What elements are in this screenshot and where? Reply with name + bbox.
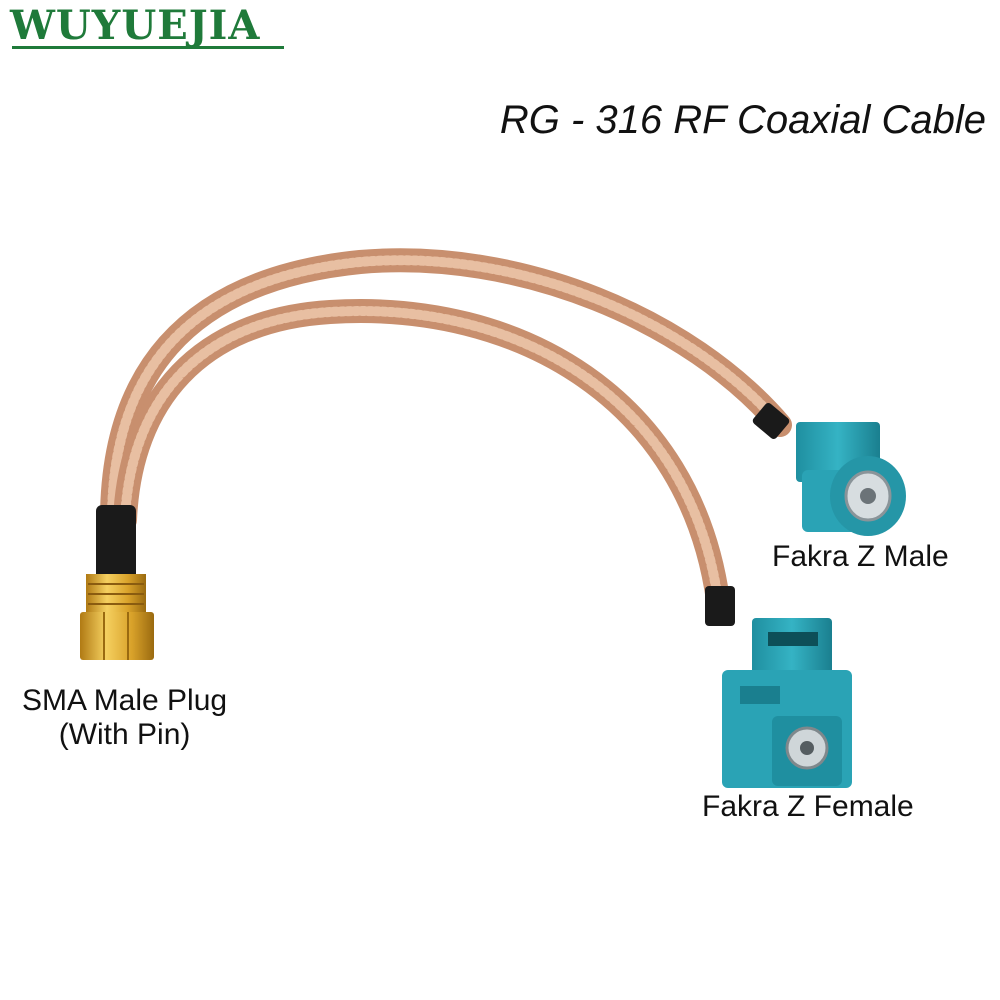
fakra-female-boot xyxy=(705,586,735,626)
label-fakra-female: Fakra Z Female xyxy=(702,790,914,823)
sma-connector xyxy=(80,574,154,660)
fakra-male-boot xyxy=(752,403,790,439)
product-heading: RG - 316 RF Coaxial Cable xyxy=(499,98,986,142)
label-sma-line1: SMA Male Plug xyxy=(22,684,228,717)
fakra-male-connector xyxy=(796,422,906,536)
label-sma-male-plug: SMA Male Plug (With Pin) xyxy=(22,684,227,752)
sma-boot xyxy=(96,505,136,580)
cable-to-fakra-female xyxy=(113,299,730,612)
label-sma-line2: (With Pin) xyxy=(58,718,191,751)
brand-logo: WUYUEJIA xyxy=(10,2,261,49)
brand-underline xyxy=(12,46,284,49)
fakra-female-connector xyxy=(722,618,852,788)
label-fakra-male: Fakra Z Male xyxy=(772,540,949,573)
